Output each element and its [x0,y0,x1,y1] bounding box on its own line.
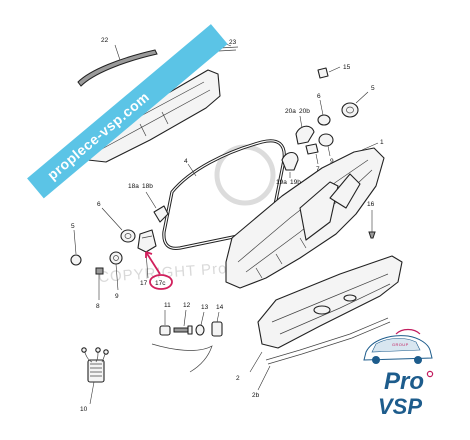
callout-17: 17 [140,280,148,287]
part-14-bushing [211,311,223,337]
callout-16: 16 [367,201,375,208]
part-2-lower-panel [249,255,403,373]
callout-5-right: 5 [371,85,375,92]
car-window-icon [371,338,421,353]
part-group-curve [151,343,213,373]
part-6-bumper-right [317,99,331,126]
callout-11: 11 [164,302,171,309]
callout-7: 7 [316,166,320,173]
callout-19a: 19a [276,179,287,186]
part-5-grommet-left [70,229,82,266]
part-10-connector [81,347,109,405]
part-12-bolt [173,309,193,335]
callout-1: 1 [380,139,384,146]
part-16-pin [368,210,376,239]
part-2b-trim [257,317,391,391]
part-19-latch [281,151,299,178]
part-18-bracket [145,191,169,223]
part-13-washer [195,311,205,336]
callout-17c: 17c [155,280,166,287]
callout-18a: 18a [128,183,139,190]
car-wheel-front-icon [372,356,380,364]
part-6-bumper-left [101,207,136,243]
callout-19b: 19b [290,179,301,186]
callout-20a: 20a [285,108,296,115]
logo-group-tag: GROUP [392,342,409,347]
part-9-nut-right [318,133,334,157]
car-wheel-rear-icon [414,356,422,364]
car-swoosh-icon [395,328,421,335]
callout-13: 13 [201,304,209,311]
part-1-trunk-frame [225,142,385,289]
part-5-grommet-right [341,91,369,118]
logo-vsp-text: VSP [378,394,422,419]
part-11-plug [159,310,171,336]
callout-23: 23 [229,39,237,46]
callout-6-right: 6 [317,93,321,100]
part-8-screw [95,267,104,300]
callout-22: 22 [101,37,109,44]
callout-6-left: 6 [97,201,101,208]
callout-20b: 20b [299,108,310,115]
callout-12: 12 [183,302,191,309]
part-20-hinge-cover [295,115,315,145]
callout-14: 14 [216,304,224,311]
callout-2b: 2b [252,392,260,399]
callout-18b: 18b [142,183,153,190]
callout-5-left: 5 [71,223,75,230]
part-22-seal-strip [77,44,158,87]
upper-crossmember [79,69,221,163]
highlight-17c [145,251,173,290]
brand-logo: GROUP Pro VSP [363,328,434,419]
callout-4: 4 [184,158,188,165]
callout-9-left: 9 [115,293,119,300]
part-15-clip [317,66,341,79]
callout-8: 8 [96,303,100,310]
callout-10: 10 [80,406,88,413]
callout-9-right: 9 [330,158,334,165]
car-outline-icon [363,335,433,361]
callout-15: 15 [343,64,351,71]
part-7-stopper [305,143,319,165]
part-9-nut-left [109,251,123,291]
logo-pro-text: Pro [384,368,424,395]
callout-2: 2 [236,375,240,382]
banner-ribbon [27,24,228,199]
logo-dot-icon [426,370,434,378]
